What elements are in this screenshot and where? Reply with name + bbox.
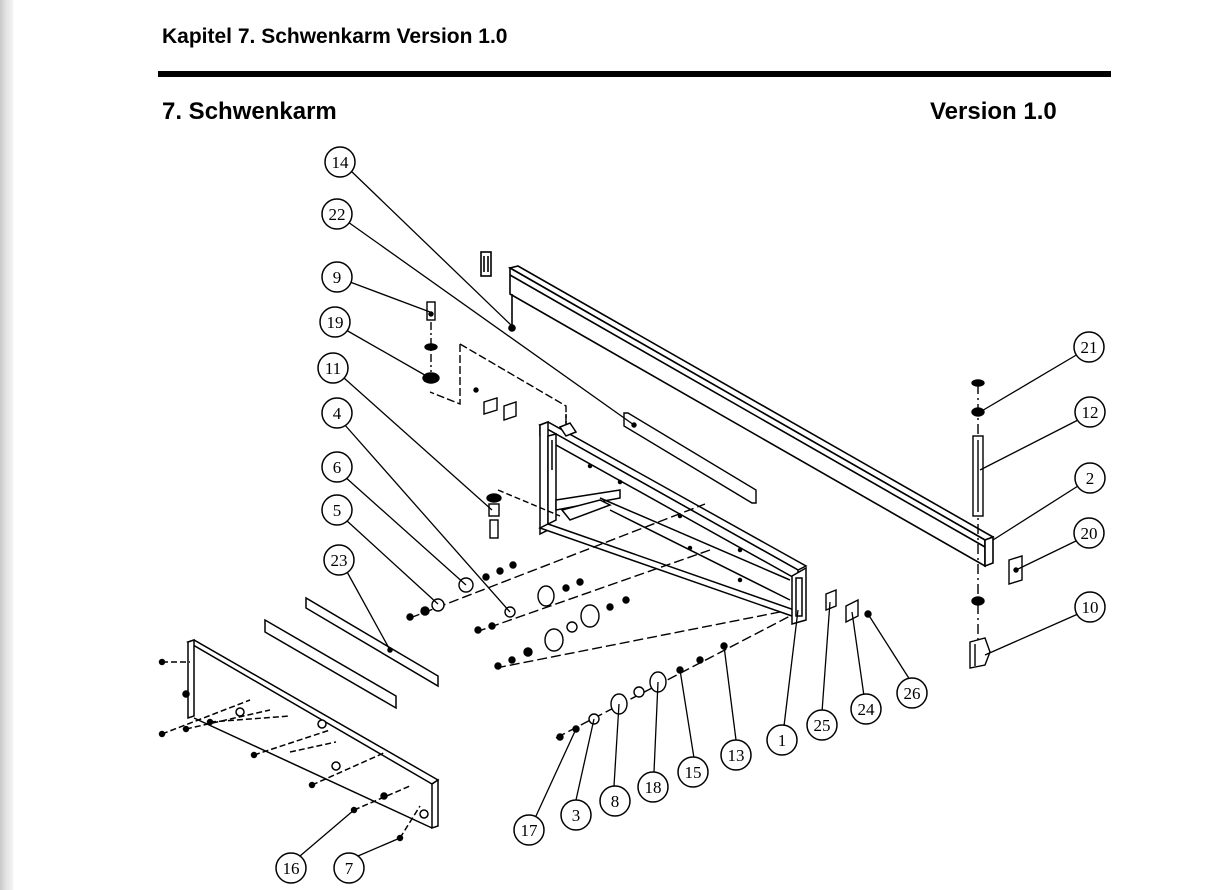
svg-text:25: 25 [814,716,831,735]
callout-22: 22 [321,198,353,230]
callout-18: 18 [637,771,669,803]
callout-26: 26 [896,677,928,709]
callout-1: 1 [766,724,798,756]
leader-lines [299,169,1079,857]
header-rule [158,71,1111,77]
callout-16: 16 [275,852,307,884]
callout-4: 4 [321,397,353,429]
callout-12: 12 [1074,396,1106,428]
shaft-rows [406,503,781,670]
svg-text:20: 20 [1081,524,1098,543]
callout-10: 10 [1074,591,1106,623]
svg-text:24: 24 [858,700,876,719]
svg-text:16: 16 [283,859,300,878]
callout-19: 19 [319,306,351,338]
callout-9: 9 [321,261,353,293]
svg-text:1: 1 [778,731,787,750]
svg-text:2: 2 [1086,469,1095,488]
main-beam [480,251,995,568]
callout-2: 2 [1074,462,1106,494]
cover-plates [264,596,439,710]
svg-text:18: 18 [645,778,662,797]
svg-text:8: 8 [611,792,620,811]
callout-8: 8 [599,785,631,817]
strip-22 [623,412,757,504]
section-title: 7. Schwenkarm [162,98,337,125]
svg-text:26: 26 [904,684,921,703]
arm-frame [538,414,808,625]
callout-11: 11 [317,352,349,384]
callout-23: 23 [323,544,355,576]
callout-17: 17 [513,814,545,846]
svg-text:11: 11 [325,359,341,378]
upper-left-hardware [422,301,567,539]
callout-7: 7 [333,852,365,884]
section-version: Version 1.0 [930,98,1057,125]
svg-text:7: 7 [345,859,354,878]
callout-15: 15 [677,756,709,788]
svg-text:19: 19 [327,313,344,332]
svg-text:4: 4 [333,404,342,423]
callout-24: 24 [850,693,882,725]
svg-text:12: 12 [1082,403,1099,422]
svg-text:23: 23 [331,551,348,570]
chapter-header: Kapitel 7. Schwenkarm Version 1.0 [162,25,508,48]
viewer-left-edge [0,0,14,890]
right-hardware [969,379,1023,669]
callout-3: 3 [560,799,592,831]
callout-14: 14 [324,146,356,178]
svg-text:3: 3 [572,806,581,825]
svg-text:17: 17 [521,821,539,840]
callout-25: 25 [806,709,838,741]
svg-text:15: 15 [685,763,702,782]
callout-5: 5 [321,494,353,526]
svg-text:6: 6 [333,458,342,477]
svg-text:13: 13 [728,746,745,765]
callout-20: 20 [1073,517,1105,549]
svg-text:22: 22 [329,205,346,224]
svg-text:9: 9 [333,268,342,287]
svg-text:21: 21 [1081,338,1098,357]
svg-text:10: 10 [1082,598,1099,617]
callout-21: 21 [1073,331,1105,363]
svg-text:14: 14 [332,153,350,172]
callout-balloons: 14 22 9 19 11 4 6 5 23 21 12 2 20 10 26 … [275,146,1106,884]
callout-13: 13 [720,739,752,771]
svg-text:5: 5 [333,501,342,520]
base-plate [158,638,440,842]
callout-6: 6 [321,451,353,483]
